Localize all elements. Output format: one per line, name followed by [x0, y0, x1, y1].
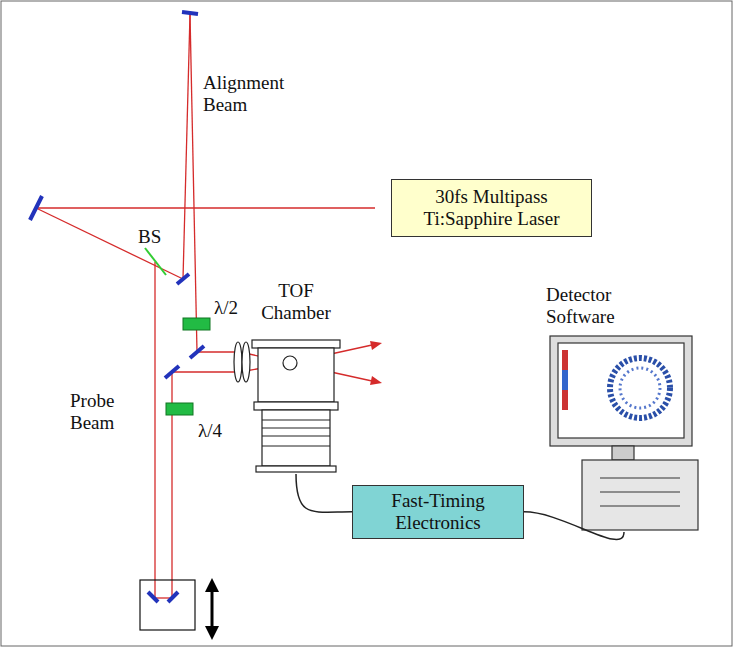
computer — [550, 336, 698, 530]
mirrors — [30, 12, 204, 602]
electronics-box: Fast-Timing Electronics — [352, 485, 524, 539]
cable — [524, 512, 624, 540]
node-text: Detector Software — [546, 284, 615, 328]
cable — [296, 474, 352, 512]
stage-arrow — [205, 578, 219, 640]
beam-label: Alignment Beam — [203, 72, 284, 116]
laser-beams — [36, 14, 375, 598]
beam-arrowheads — [370, 341, 382, 385]
quarter-wave-plate — [166, 403, 193, 415]
beam-splitter — [145, 248, 166, 275]
node-text: TOF Chamber — [261, 280, 331, 324]
beam-label: Probe Beam — [70, 390, 114, 434]
half-wave-plate — [183, 318, 210, 330]
component-label: λ/4 — [198, 420, 222, 442]
node-text: 30fs Multipass Ti:Sapphire Laser — [404, 186, 579, 230]
tof-chamber-node: TOF Chamber — [250, 280, 342, 474]
delay-stage — [140, 580, 195, 630]
tof-chamber — [234, 340, 340, 472]
laser-box: 30fs Multipass Ti:Sapphire Laser — [391, 179, 592, 237]
node-text: Fast-Timing Electronics — [363, 490, 513, 534]
component-label: λ/2 — [214, 297, 238, 319]
computer-node: Detector Software — [546, 284, 702, 532]
component-label: BS — [138, 226, 161, 248]
